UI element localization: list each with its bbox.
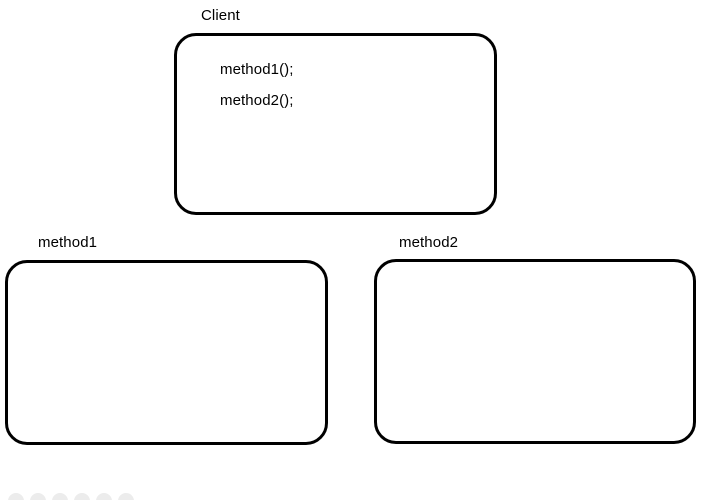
method2-box-label: method2 [399,234,459,251]
client-box-label: Client [201,7,240,24]
bottom-artifact-dot [30,493,46,500]
bottom-artifact-dot [74,493,90,500]
method2-box[interactable] [374,259,696,444]
client-statement-list: method1(); method2(); [220,62,294,108]
bottom-artifact-strip [0,488,710,500]
bottom-artifact-dot [96,493,112,500]
statement-method2-call: method2(); [220,92,294,109]
statement-method1-call: method1(); [220,61,294,78]
method1-box-label: method1 [38,234,98,251]
method1-box[interactable] [5,260,328,445]
client-box[interactable] [174,33,497,215]
bottom-artifact-dot [118,493,134,500]
bottom-artifact-dot [8,493,24,500]
bottom-artifact-dot [52,493,68,500]
